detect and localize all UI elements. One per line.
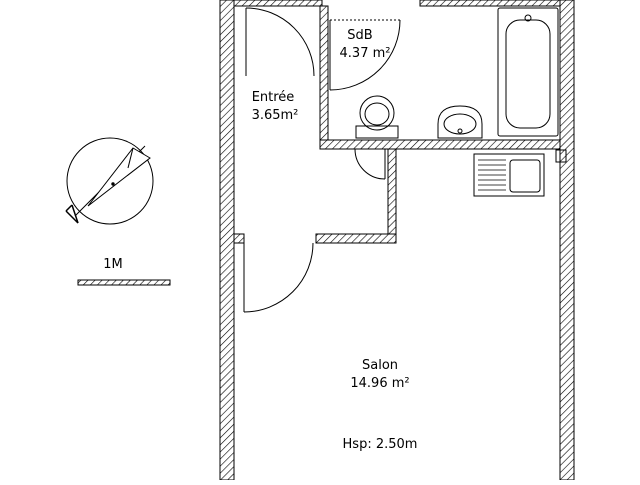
entree-room-name: Entrée xyxy=(251,90,295,105)
exterior-walls xyxy=(219,0,575,481)
entree-salon-wall xyxy=(233,233,245,244)
right-exterior-wall xyxy=(559,0,575,481)
top-wall-right xyxy=(419,0,561,7)
north-arrow-icon xyxy=(65,137,154,225)
left-exterior-wall xyxy=(219,0,235,481)
entree-sdb-partition xyxy=(319,5,329,149)
salon-door-icon xyxy=(243,242,314,313)
entrance-door-icon xyxy=(245,7,315,77)
washbasin-icon xyxy=(437,105,483,139)
sdb-room-area: 4.37 m² xyxy=(339,46,391,61)
scale-bar xyxy=(77,279,171,286)
cupboard-door-icon xyxy=(354,148,386,180)
ceiling-height-label: Hsp: 2.50m xyxy=(342,437,418,452)
sdb-bottom-wall xyxy=(319,139,561,150)
cupboard-wall xyxy=(387,148,397,244)
interior-walls xyxy=(233,5,561,244)
kitchen-sink-icon xyxy=(473,149,567,197)
doors xyxy=(243,7,401,313)
entree-room-area: 3.65m² xyxy=(251,108,299,123)
salon-room-name: Salon xyxy=(361,358,399,373)
entree-salon-wall-right xyxy=(315,233,397,244)
salon-room-area: 14.96 m² xyxy=(350,376,410,391)
top-wall-left xyxy=(233,0,323,7)
sdb-door-icon xyxy=(329,19,401,91)
bathtub-icon xyxy=(497,7,559,137)
toilet-icon xyxy=(355,95,399,139)
scale-label: 1M xyxy=(103,257,123,272)
sdb-room-name: SdB xyxy=(347,28,373,43)
